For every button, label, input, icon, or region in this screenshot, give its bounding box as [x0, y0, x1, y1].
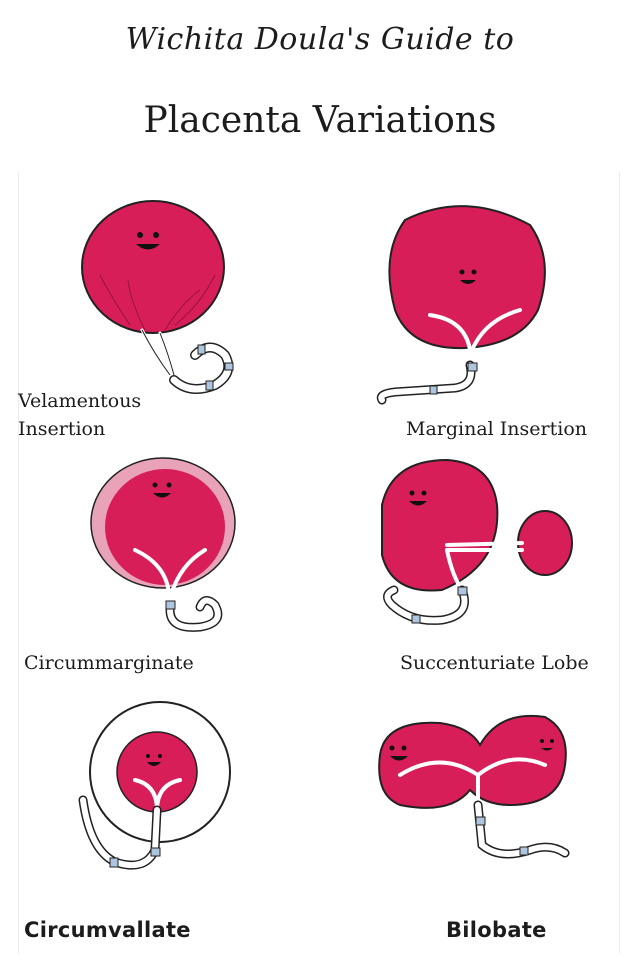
bilobate-illustration — [370, 705, 570, 865]
circummarginate-label: Circummarginate — [24, 652, 194, 674]
guide-subtitle: Wichita Doula's Guide to — [0, 22, 640, 57]
succenturiate-lobe-illustration — [372, 455, 577, 630]
circummarginate-illustration — [85, 455, 245, 635]
succenturiate-lobe-label: Succenturiate Lobe — [400, 652, 589, 674]
marginal-insertion-label: Marginal Insertion — [406, 418, 587, 440]
circumvallate-label: Circumvallate — [24, 918, 191, 942]
velamentous-label-line1: Velamentous — [18, 390, 141, 412]
circumvallate-illustration — [75, 700, 240, 880]
velamentous-illustration — [70, 195, 250, 405]
page-title: Placenta Variations — [0, 100, 640, 141]
velamentous-label-line2: Insertion — [18, 418, 105, 440]
marginal-insertion-illustration — [370, 200, 560, 410]
bilobate-label: Bilobate — [446, 918, 547, 942]
